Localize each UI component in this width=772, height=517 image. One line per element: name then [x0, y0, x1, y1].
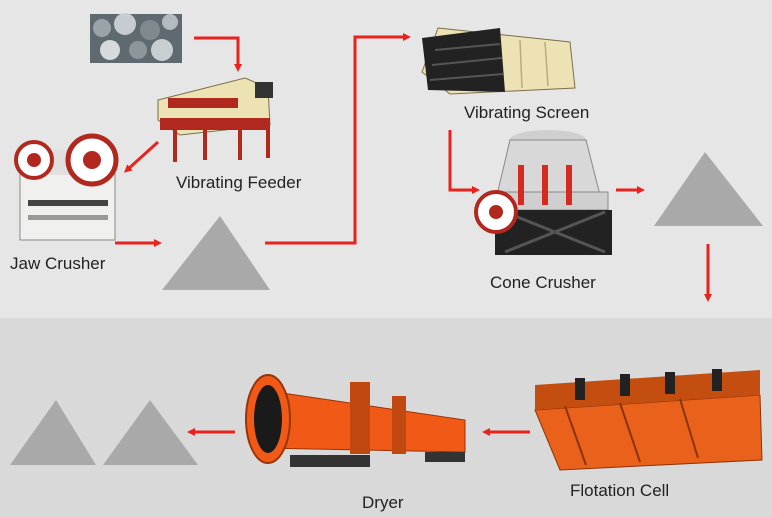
jaw-crusher-machine	[14, 133, 119, 241]
arrow-pile-to-screen	[265, 33, 411, 245]
flotation-cell-machine	[534, 369, 763, 471]
vibrating-screen-machine	[421, 27, 576, 95]
dryer-label: Dryer	[362, 493, 404, 512]
dryer-machine	[245, 374, 466, 467]
product-pile-1	[10, 400, 96, 465]
cone-crusher-label: Cone Crusher	[490, 273, 596, 292]
arrow-feeder-to-jaw	[124, 140, 160, 173]
material-pile-1	[162, 216, 270, 290]
arrow-screen-to-cone	[448, 130, 480, 194]
flotation-cell-label: Flotation Cell	[570, 481, 670, 500]
material-pile-2	[654, 152, 763, 226]
arrow-stones-to-feeder	[194, 36, 242, 72]
flow-arrows	[115, 33, 712, 436]
vibrating-feeder-machine	[157, 77, 273, 162]
raw-stone-image	[90, 13, 182, 63]
product-pile-2	[103, 400, 198, 465]
vibrating-screen-label: Vibrating Screen	[464, 103, 590, 122]
jaw-crusher-label: Jaw Crusher	[10, 254, 106, 273]
cone-crusher-machine	[474, 130, 612, 255]
vibrating-feeder-label: Vibrating Feeder	[176, 173, 302, 192]
